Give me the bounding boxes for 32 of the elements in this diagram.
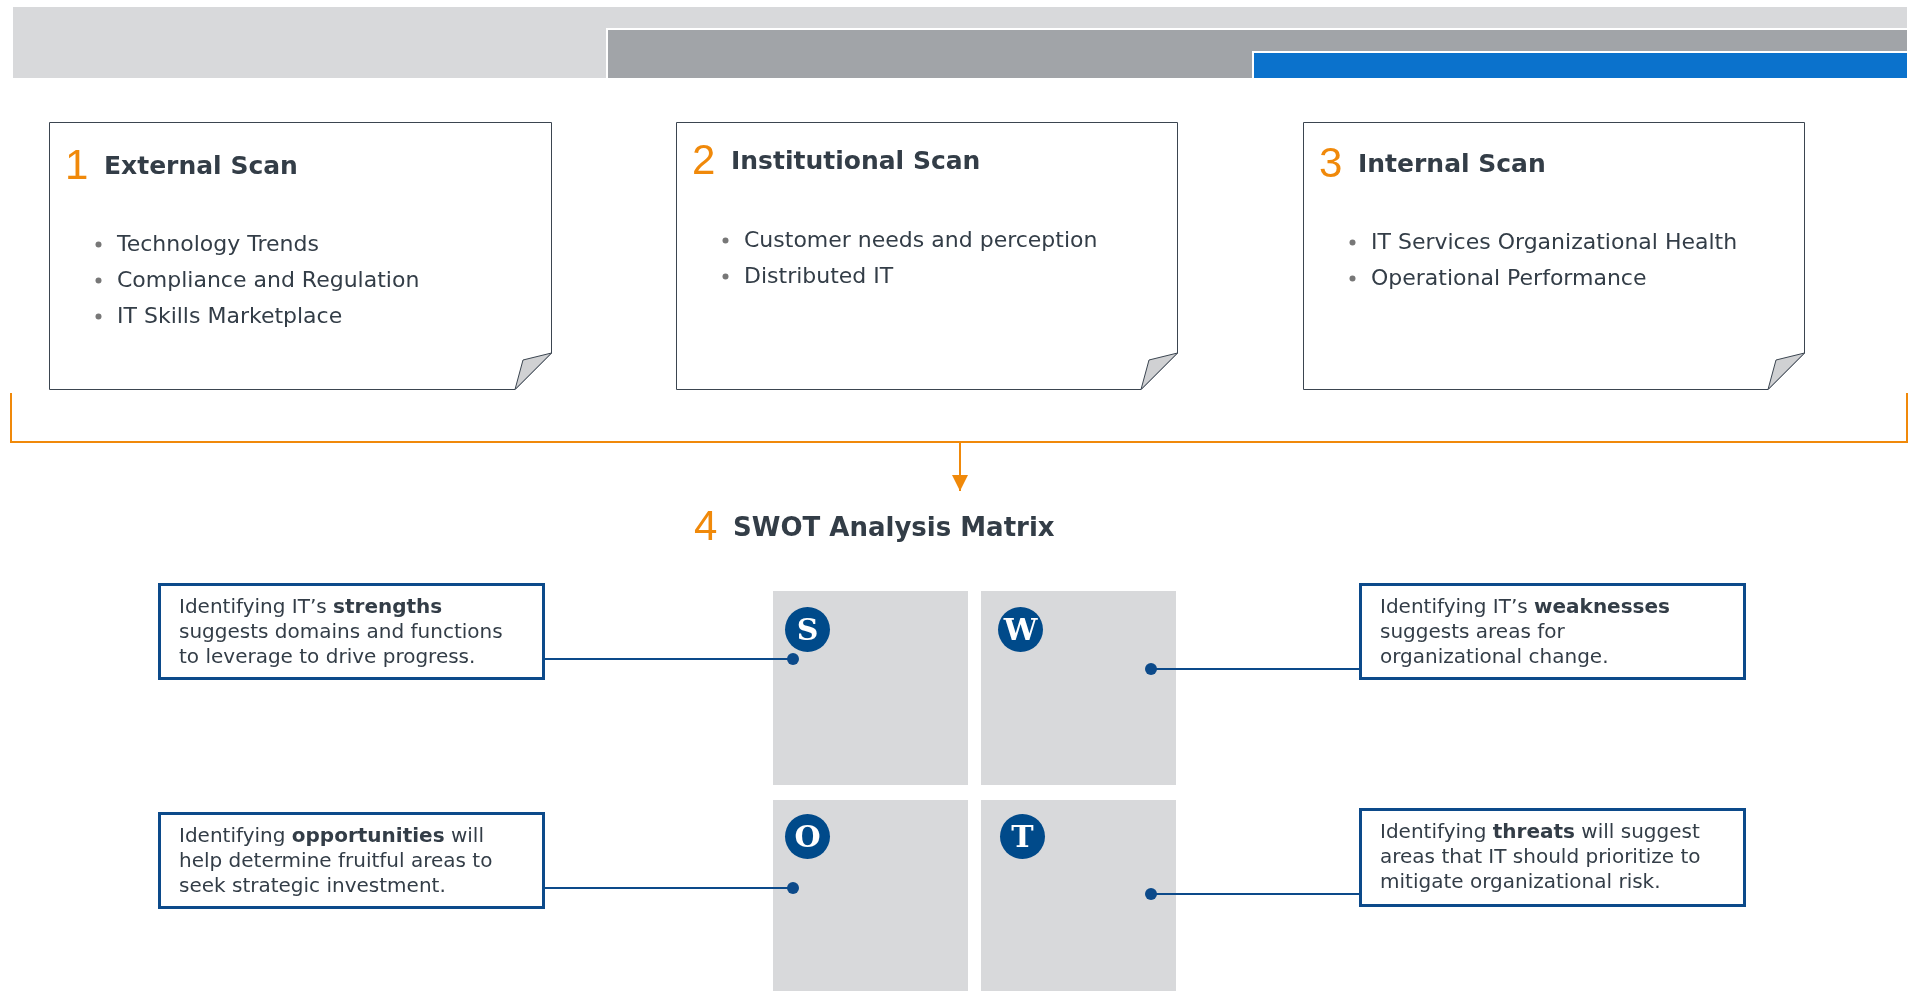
card-heading: Internal Scan	[1358, 149, 1546, 179]
callout-box: Identifying IT’s strengths suggests domains and functions to leverage to drive progress.	[158, 583, 545, 680]
letter-badge: S	[785, 607, 830, 652]
letter-badge: O	[785, 814, 830, 859]
matrix-quadrant	[773, 591, 968, 785]
letter-badge: T	[1000, 814, 1045, 859]
matrix-quadrant	[981, 591, 1176, 785]
bullet-item: Distributed IT	[744, 263, 894, 288]
step-number: 1	[65, 144, 89, 186]
card-heading: Institutional Scan	[731, 146, 981, 176]
matrix-quadrant	[981, 800, 1176, 991]
bullet-item: Customer needs and perception	[744, 227, 1098, 252]
step-number: 3	[1319, 142, 1343, 184]
leader-line	[544, 653, 799, 665]
leader-line	[544, 882, 799, 894]
arrow	[952, 442, 968, 492]
leader-line	[1145, 888, 1360, 900]
matrix-quadrant	[773, 800, 968, 991]
bullet-item: IT Services Organizational Health	[1371, 229, 1738, 254]
bullet-item: IT Skills Marketplace	[117, 303, 343, 328]
letter-badge: W	[998, 607, 1043, 652]
step-number: 2	[692, 139, 716, 181]
step-number: 4	[694, 505, 718, 547]
card-heading: External Scan	[104, 151, 298, 181]
callout-box: Identifying threats will suggest areas that IT should prioritize to mitigate organizational risk.	[1359, 808, 1746, 907]
leader-line	[1145, 663, 1360, 675]
bullet-item: Technology Trends	[117, 231, 319, 256]
section-title: SWOT Analysis Matrix	[733, 512, 1055, 542]
bullet-item: Operational Performance	[1371, 265, 1647, 290]
callout-box: Identifying IT’s weaknesses suggests areas for organizational change.	[1359, 583, 1746, 680]
bullet-item: Compliance and Regulation	[117, 267, 420, 292]
callout-box: Identifying opportunities will help determine fruitful areas to seek strategic investment.	[158, 812, 545, 909]
